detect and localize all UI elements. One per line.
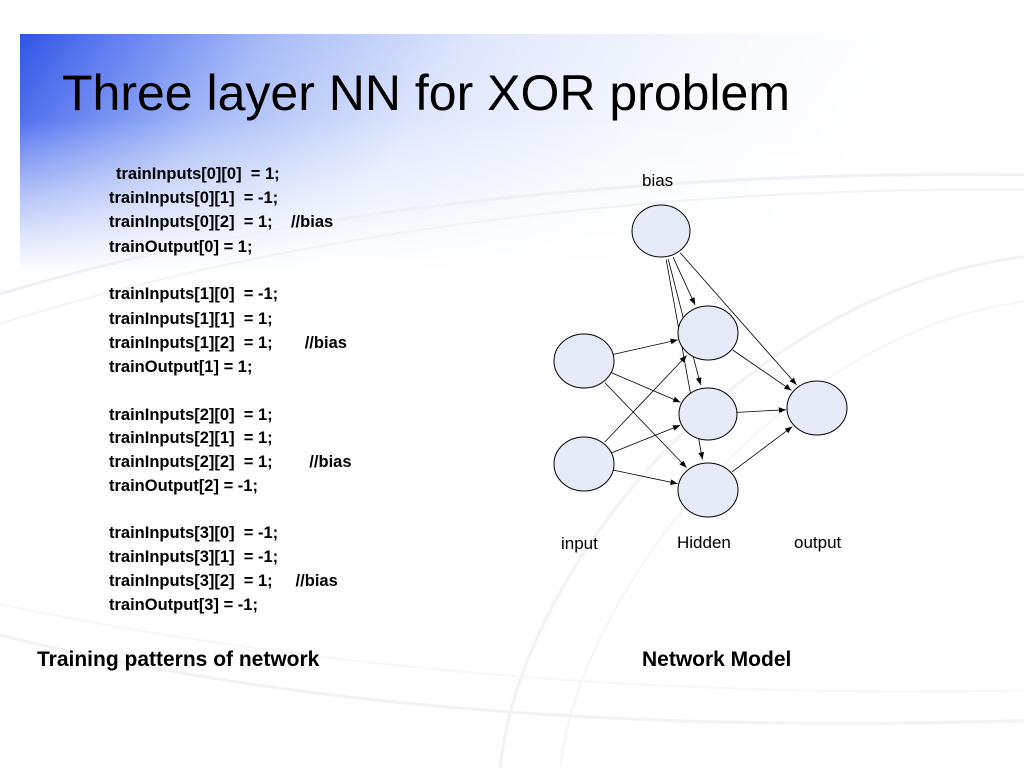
hidden-node-h3 xyxy=(677,462,739,518)
hidden-layer-label: Hidden xyxy=(677,533,731,552)
edge-in1-to-h2 xyxy=(611,372,681,403)
edge-in2-to-h2 xyxy=(611,424,681,454)
network-nodes xyxy=(553,204,848,518)
output-node-out xyxy=(786,380,848,436)
training-patterns-caption: Training patterns of network xyxy=(37,648,320,671)
edge-in2-to-h3 xyxy=(613,469,678,485)
edge-in2-to-h1 xyxy=(604,355,687,443)
hidden-node-h2 xyxy=(678,387,738,441)
input-layer-label: input xyxy=(561,534,598,553)
network-edges xyxy=(604,252,797,485)
input-node-in1 xyxy=(553,333,615,389)
edge-bias-to-h1 xyxy=(672,257,696,306)
bias-node-bias xyxy=(631,204,691,258)
bias-label: bias xyxy=(642,171,673,190)
hidden-node-h1 xyxy=(677,305,739,361)
input-node-in2 xyxy=(553,436,615,492)
network-model-caption: Network Model xyxy=(642,648,792,671)
edge-in1-to-h3 xyxy=(604,382,687,468)
edge-h3-to-out xyxy=(731,426,793,473)
header-gradient-band xyxy=(20,34,1004,274)
edge-h1-to-out xyxy=(732,349,792,391)
edge-h2-to-out xyxy=(736,407,787,413)
edge-bias-to-out xyxy=(679,252,797,386)
slide-title: Three layer NN for XOR problem xyxy=(62,65,791,121)
output-layer-label: output xyxy=(794,533,842,552)
edge-in1-to-h1 xyxy=(613,338,678,355)
